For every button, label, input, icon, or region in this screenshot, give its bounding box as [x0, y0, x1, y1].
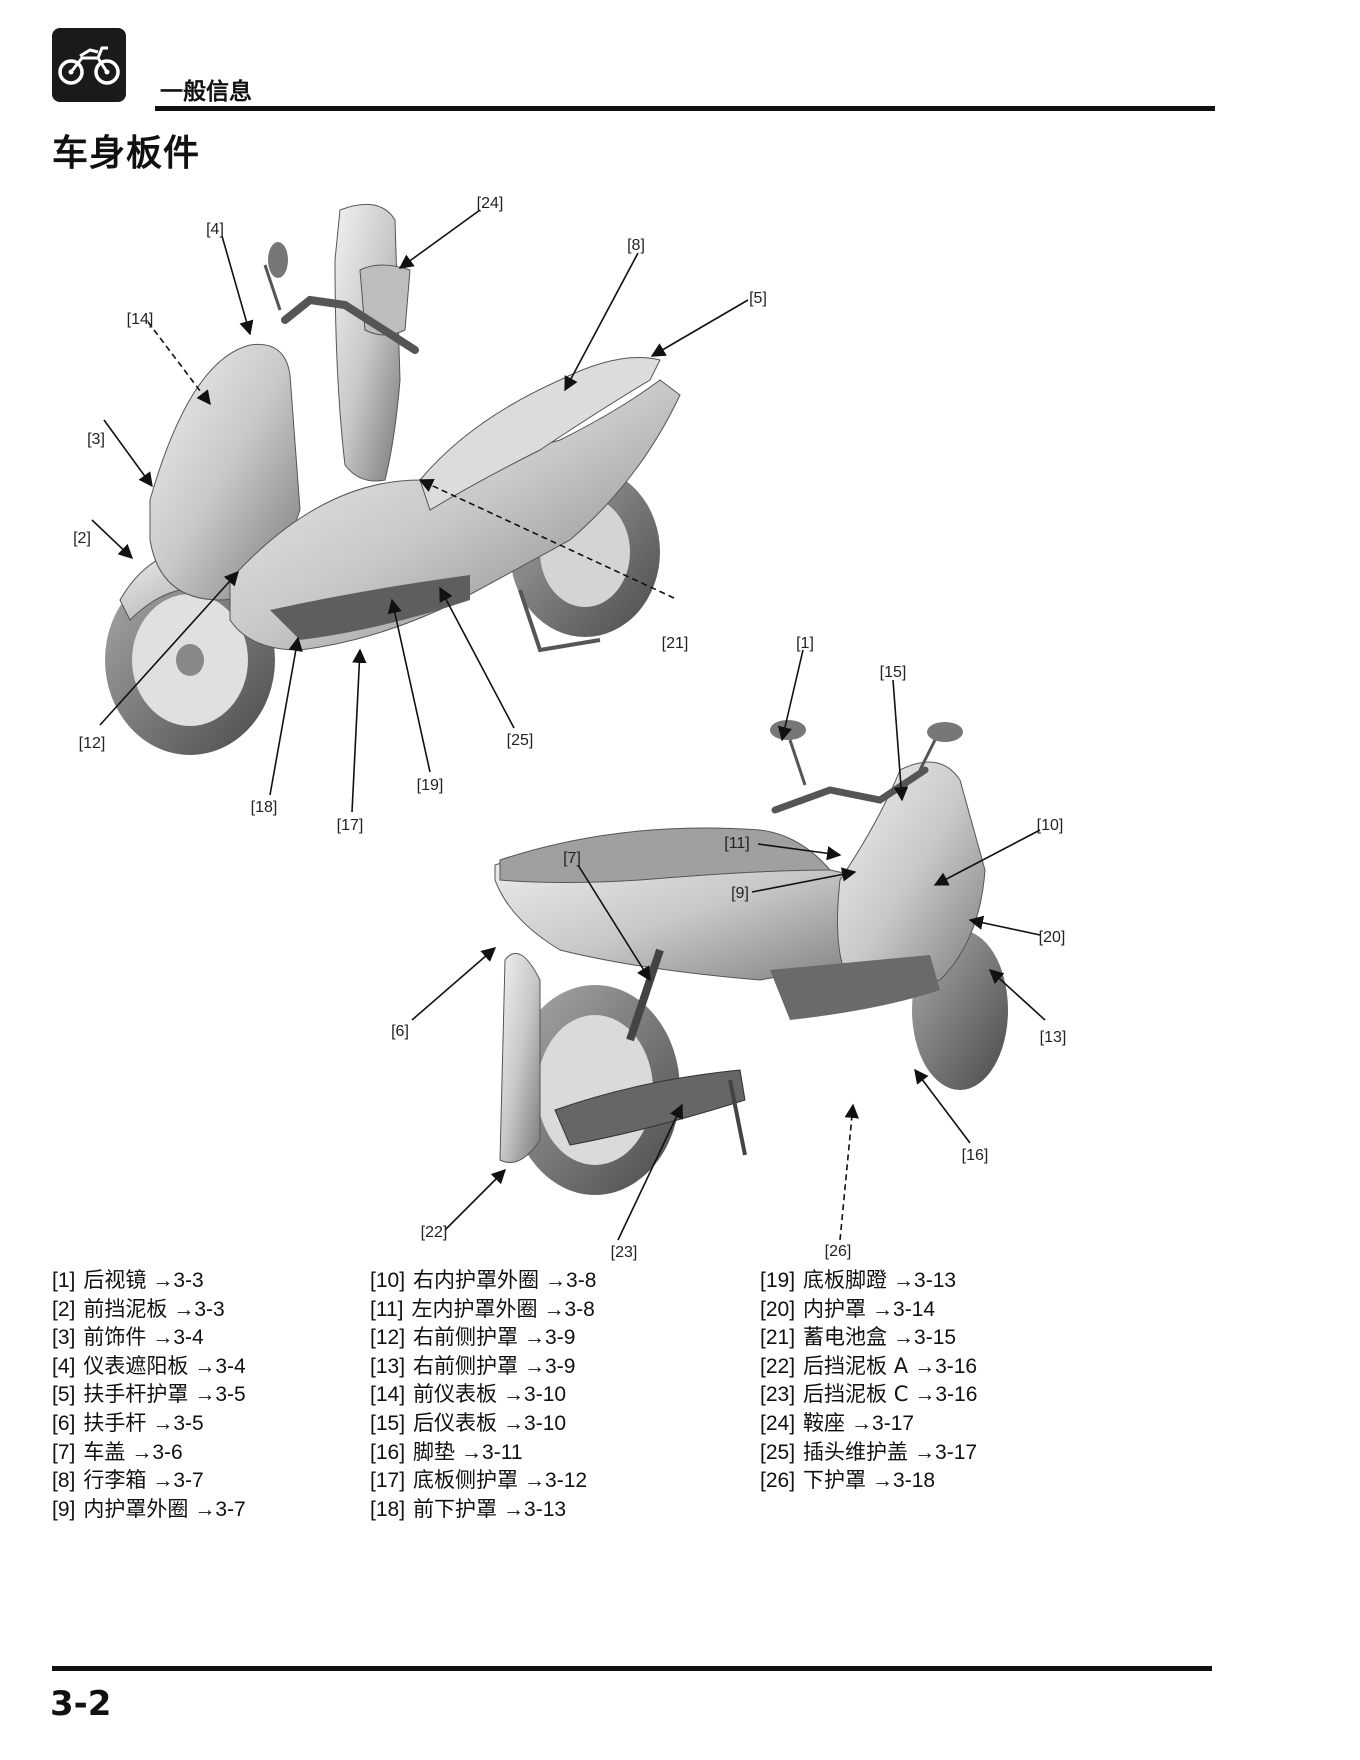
- callout-1: [1]: [796, 635, 814, 652]
- callout-6: [6]: [391, 1023, 409, 1040]
- legend-item: [2]前挡泥板→3-3: [52, 1296, 225, 1321]
- callout-25: [25]: [507, 732, 534, 749]
- leader-lines: [91, 209, 1046, 1241]
- legend-item: [12]右前侧护罩→3-9: [370, 1325, 576, 1350]
- legend-item: [11]左内护罩外圈→3-8: [370, 1296, 595, 1321]
- legend-item: [8]行李箱→3-7: [52, 1468, 204, 1493]
- legend-item: [5]扶手杆护罩→3-5: [52, 1382, 246, 1407]
- legend-item: [14]前仪表板→3-10: [370, 1382, 567, 1407]
- callout-20: [20]: [1039, 929, 1066, 946]
- callout-4: [4]: [206, 221, 224, 238]
- scooter-front-left-view: [105, 203, 681, 755]
- legend-item: [7]车盖→3-6: [52, 1439, 183, 1464]
- legend-item: [19]底板脚蹬→3-13: [760, 1268, 957, 1292]
- callout-5: [5]: [749, 290, 767, 307]
- legend-item: [18]前下护罩→3-13: [370, 1496, 567, 1521]
- section-title: 车身板件: [52, 133, 201, 174]
- callout-13: [13]: [1040, 1029, 1067, 1046]
- body-panels-figure: [1] [2] [3] [4] [5] [6] [7] [8] [9] [10]…: [0, 180, 1360, 1280]
- legend-item: [24]鞍座→3-17: [760, 1410, 915, 1435]
- legend-column-1: [1]后视镜→3-3 [2]前挡泥板→3-3 [3]前饰件→3-4 [4]仪表遮…: [52, 1266, 246, 1523]
- callout-23: [23]: [611, 1244, 638, 1261]
- scooter-rear-right-view: [494, 720, 1008, 1195]
- motorcycle-icon: [58, 46, 120, 85]
- callout-labels: [1] [2] [3] [4] [5] [6] [7] [8] [9] [10]…: [73, 195, 1066, 1261]
- callout-14: [14]: [127, 311, 154, 328]
- callout-24: [24]: [477, 195, 504, 212]
- callout-7: [7]: [563, 850, 581, 867]
- legend-column-2: [10]右内护罩外圈→3-8 [11]左内护罩外圈→3-8 [12]右前侧护罩→…: [370, 1266, 596, 1523]
- page-number: 3-2: [50, 1684, 112, 1724]
- motorcycle-logo: [52, 28, 126, 102]
- header-title: 一般信息: [160, 79, 252, 105]
- callout-22: [22]: [421, 1224, 448, 1241]
- callout-16: [16]: [962, 1147, 989, 1164]
- legend-item: [25]插头维护盖→3-17: [760, 1439, 978, 1464]
- header-divider: [155, 106, 1215, 111]
- callout-18: [18]: [251, 799, 278, 816]
- legend-item: [4]仪表遮阳板→3-4: [52, 1353, 246, 1378]
- legend-column-3: [19]底板脚蹬→3-13 [20]内护罩→3-14 [21]蓄电池盒→3-15…: [760, 1266, 977, 1495]
- legend-item: [13]右前侧护罩→3-9: [370, 1353, 576, 1378]
- callout-8: [8]: [627, 237, 645, 254]
- legend-item: [22]后挡泥板 A→3-16: [760, 1353, 978, 1378]
- callout-3: [3]: [87, 431, 105, 448]
- legend-item: [6]扶手杆→3-5: [52, 1410, 204, 1435]
- legend-item: [1]后视镜→3-3: [52, 1268, 204, 1292]
- footer-divider: [52, 1666, 1212, 1671]
- legend-item: [15]后仪表板→3-10: [370, 1410, 567, 1435]
- callout-10: [10]: [1037, 817, 1064, 834]
- callout-11: [11]: [724, 835, 750, 852]
- callout-17: [17]: [337, 817, 364, 834]
- callout-12: [12]: [79, 735, 106, 752]
- legend-item: [20]内护罩→3-14: [760, 1296, 936, 1321]
- legend-item: [9]内护罩外圈→3-7: [52, 1496, 246, 1521]
- legend-item: [10]右内护罩外圈→3-8: [370, 1268, 597, 1292]
- callout-26: [26]: [825, 1243, 852, 1260]
- legend-item: [26]下护罩→3-18: [760, 1468, 936, 1493]
- callout-21: [21]: [662, 635, 689, 652]
- legend-item: [17]底板侧护罩→3-12: [370, 1468, 588, 1493]
- callout-9: [9]: [731, 885, 749, 902]
- legend-item: [16]脚垫→3-11: [370, 1439, 523, 1464]
- callout-15: [15]: [880, 664, 907, 681]
- legend-item: [21]蓄电池盒→3-15: [760, 1325, 957, 1350]
- legend-item: [3]前饰件→3-4: [52, 1325, 204, 1350]
- legend-item: [23]后挡泥板 C→3-16: [760, 1382, 978, 1407]
- callout-2: [2]: [73, 530, 91, 547]
- callout-19: [19]: [417, 777, 444, 794]
